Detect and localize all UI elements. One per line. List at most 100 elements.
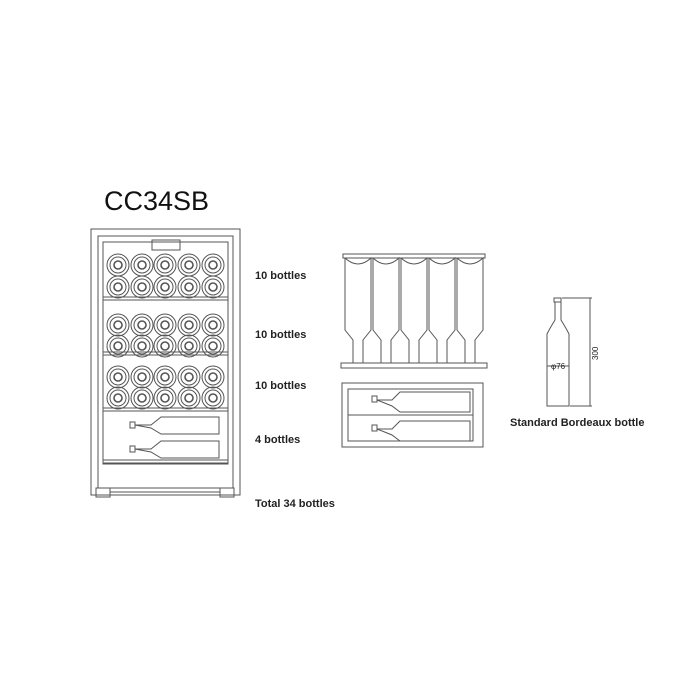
bottle-end-circle <box>201 365 225 389</box>
bottle-end-circle <box>184 260 194 270</box>
shelf-lines <box>102 296 229 464</box>
bottle-end-circle <box>137 341 147 351</box>
bottle-end-circle <box>180 278 198 296</box>
bottle-end-circle <box>130 386 154 410</box>
bottle-end-circle <box>106 334 130 358</box>
bottle-end-circle <box>113 282 123 292</box>
bottle-end-circle <box>208 282 218 292</box>
bottle-end-circle <box>204 278 222 296</box>
bottle-end-circle <box>109 368 127 386</box>
bottle-end-circle <box>204 256 222 274</box>
bottle-end-circle <box>208 393 218 403</box>
bottle-end-circle <box>177 275 201 299</box>
bottle-end-circle <box>180 368 198 386</box>
bottle-end-circle <box>201 334 225 358</box>
diameter-label: φ76 <box>551 362 566 371</box>
bottom-drawer-bottles <box>129 416 220 459</box>
bottle-end-circle <box>208 341 218 351</box>
control-panel <box>151 239 181 251</box>
bordeaux-bottle-drawing <box>546 297 592 407</box>
bottle-end-circle <box>156 278 174 296</box>
bottle-end-circle <box>137 282 147 292</box>
shelf-3-label: 10 bottles <box>255 380 307 392</box>
bottle-end-circle <box>130 313 154 337</box>
bottle-end-circle <box>156 368 174 386</box>
bottle-end-circle <box>109 337 127 355</box>
rack-bottle <box>400 256 428 364</box>
bottle-end-circle <box>106 386 130 410</box>
bottle-end-circle <box>160 320 170 330</box>
bottle-end-circle <box>133 368 151 386</box>
bottle-end-circle <box>184 320 194 330</box>
rack-bottle <box>456 256 484 364</box>
bottle-end-circle <box>177 313 201 337</box>
total-capacity-label: Total 34 bottles <box>255 498 335 510</box>
cabinet-front-view <box>90 228 241 498</box>
bottle-end-circle <box>160 341 170 351</box>
bottle-end-circle <box>180 337 198 355</box>
bottle-end-circle <box>106 313 130 337</box>
bottle-end-circle <box>133 337 151 355</box>
bottle-end-circle <box>106 275 130 299</box>
rack-top-view <box>340 253 488 369</box>
bottle-end-circle <box>137 320 147 330</box>
bottle-end-circle <box>137 372 147 382</box>
bottle-end-circle <box>133 256 151 274</box>
bottle-end-circle <box>201 386 225 410</box>
bottle-end-circle <box>160 282 170 292</box>
bottle-end-circle <box>137 393 147 403</box>
bottle-end-circle <box>130 334 154 358</box>
bottle-end-circle <box>156 337 174 355</box>
bottle-end-circle <box>204 316 222 334</box>
bottle-end-circle <box>208 372 218 382</box>
bottle-end-circle <box>153 313 177 337</box>
shelf-2-label: 10 bottles <box>255 329 307 341</box>
bottle-end-circle <box>133 278 151 296</box>
bottle-end-circle <box>177 365 201 389</box>
bottle-end-circle <box>204 368 222 386</box>
bottle-end-circle <box>109 256 127 274</box>
bottle-end-circle <box>130 365 154 389</box>
bottle-end-circle <box>156 316 174 334</box>
bottle-end-circle <box>204 337 222 355</box>
bottle-caption: Standard Bordeaux bottle <box>510 417 645 429</box>
bottle-end-circle <box>180 316 198 334</box>
bottle-end-circle <box>160 372 170 382</box>
drawer-label: 4 bottles <box>255 434 301 446</box>
bottle-end-circle <box>201 313 225 337</box>
bottle-end-circle <box>106 365 130 389</box>
rack-bottle <box>344 256 372 364</box>
bottle-end-circle <box>156 389 174 407</box>
bottle-end-circle <box>177 386 201 410</box>
bottle-end-circle <box>130 275 154 299</box>
bottle-end-circle <box>109 316 127 334</box>
bottle-end-circle <box>109 278 127 296</box>
bottle-end-circle <box>153 275 177 299</box>
bottle-end-circle <box>180 389 198 407</box>
bottle-end-circle <box>160 260 170 270</box>
bottle-end-circle <box>208 260 218 270</box>
bottle-end-circle <box>113 320 123 330</box>
bottle-end-circle <box>180 256 198 274</box>
bottle-end-circle <box>208 320 218 330</box>
shelf-1-label: 10 bottles <box>255 270 307 282</box>
bottle-end-circle <box>177 334 201 358</box>
bottle-end-circle <box>133 389 151 407</box>
bottle-end-circle <box>153 365 177 389</box>
height-label: 300 <box>591 346 600 360</box>
rack-bottle <box>428 256 456 364</box>
rack-bottle <box>372 256 400 364</box>
bottle-end-circle <box>184 282 194 292</box>
bottle-end-circle <box>184 341 194 351</box>
bottle-end-circle <box>113 372 123 382</box>
drawer-top-view <box>341 382 484 448</box>
bottle-end-circle <box>184 393 194 403</box>
bottle-end-circle <box>184 372 194 382</box>
bottle-end-circle <box>153 386 177 410</box>
bottle-end-circle <box>204 389 222 407</box>
model-title: CC34SB <box>104 186 210 216</box>
bottle-end-circle <box>156 256 174 274</box>
bottle-end-circle <box>137 260 147 270</box>
